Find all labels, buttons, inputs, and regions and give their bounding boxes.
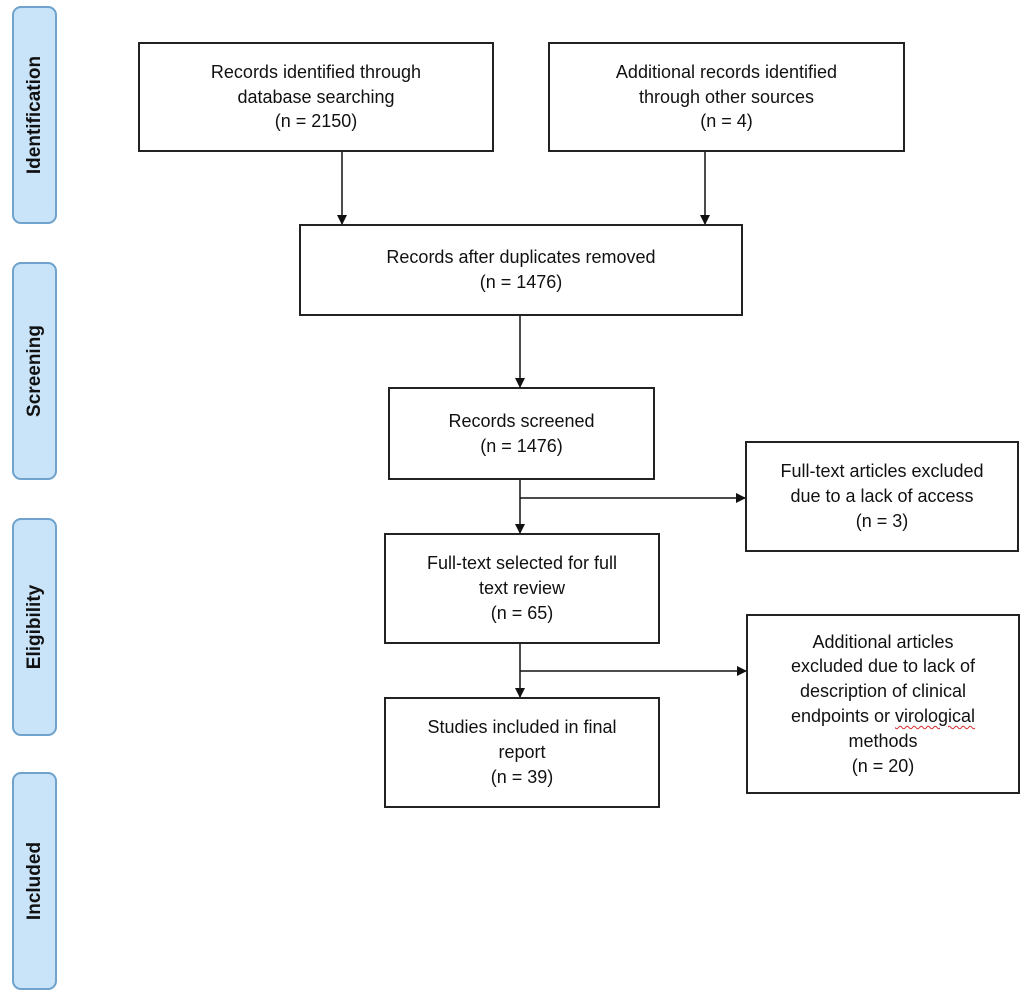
box-other-records: Additional records identified through ot… [548,42,905,152]
final-report-line2: report [498,742,546,763]
after-duplicates-count: (n = 1476) [479,272,563,292]
other-records-line1: Additional records identified [615,61,838,82]
records-screened-count: (n = 1476) [480,435,563,456]
box-database-records: Records identified through database sear… [138,42,494,152]
excluded-description-line4-start: endpoints or [790,706,896,726]
full-text-review-count: (n = 65) [490,602,554,623]
box-final-report: Studies included in final report (n = 39… [384,697,660,808]
other-records-line2: through other sources [638,86,815,107]
box-after-duplicates: Records after duplicates removed (n = 14… [299,224,743,316]
box-full-text-review: Full-text selected for full text review … [384,533,660,644]
phase-screening: Screening [12,262,57,480]
excluded-description-line5: methods [848,730,918,751]
phase-eligibility: Eligibility [12,518,57,736]
final-report-line1: Studies included in final [427,717,617,738]
excluded-description-line1: Additional articles [812,631,954,652]
full-text-review-line1: Full-text selected for full [426,553,618,574]
database-records-line1: Records identified through [210,61,422,82]
records-screened-line1: Records screened [448,410,595,431]
excluded-access-line2: due to a lack of access [790,486,974,507]
phase-identification: Identification [12,6,57,224]
box-excluded-description: Additional articles excluded due to lack… [746,614,1020,794]
excluded-access-count: (n = 3) [855,510,909,531]
phase-included: Included [12,772,57,990]
other-records-count: (n = 4) [700,111,753,132]
excluded-description-count: (n = 20) [851,755,915,776]
database-records-line2: database searching [237,86,395,107]
box-excluded-access: Full-text articles excluded due to a lac… [745,441,1019,552]
excluded-access-line1: Full-text articles excluded [780,461,984,482]
excluded-description-line3: description of clinical [799,681,967,702]
box-records-screened: Records screened (n = 1476) [388,387,655,480]
database-records-count: (n = 2150) [274,111,358,132]
final-report-count: (n = 39) [490,766,554,787]
excluded-description-line4: endpoints or virological [791,704,975,729]
after-duplicates-line1: Records after duplicates removed [386,247,656,268]
full-text-review-line2: text review [478,578,566,599]
excluded-description-line2: excluded due to lack of [790,656,976,677]
spellcheck-flagged-word: virological [895,706,976,726]
